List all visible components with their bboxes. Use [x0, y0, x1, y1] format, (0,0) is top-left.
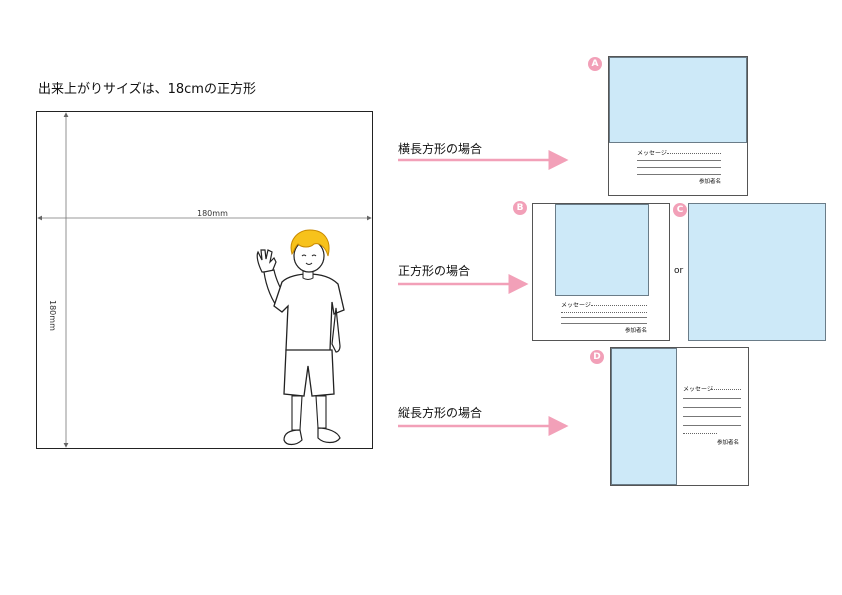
layout-d-signature-label: 参加者名: [717, 440, 740, 446]
finished-size-square: [36, 111, 373, 449]
layout-d-line: [683, 425, 741, 426]
layout-c-badge: C: [673, 203, 687, 217]
layout-b-badge: B: [513, 201, 527, 215]
height-dimension-label: 180mm: [48, 300, 57, 331]
case-portrait-label: 縦長方形の場合: [398, 406, 483, 420]
layout-a-photo-area: [609, 57, 747, 143]
layout-b-signature-label: 参加者名: [625, 328, 648, 334]
layout-b-line: [561, 312, 647, 313]
layout-b-card: メッセージ 参加者名: [532, 203, 670, 341]
layout-a-message-line: [667, 153, 721, 154]
layout-a-card: メッセージ 参加者名: [608, 56, 748, 196]
or-label: or: [674, 266, 684, 276]
layout-d-line: [683, 407, 741, 408]
page-title: 出来上がりサイズは、18cmの正方形: [38, 82, 256, 97]
layout-b-line: [561, 323, 647, 324]
case-square-label: 正方形の場合: [398, 264, 471, 278]
layout-d-line: [683, 416, 741, 417]
layout-a-badge: A: [588, 57, 602, 71]
layout-c-photo-area: [688, 203, 826, 341]
layout-d-message-label: メッセージ: [683, 386, 713, 393]
layout-b-message-line: [591, 305, 647, 306]
layout-d-photo-area: [611, 348, 677, 485]
person-illustration: [256, 229, 345, 446]
layout-a-message-label: メッセージ: [637, 150, 667, 157]
layout-d-message-line: [711, 389, 741, 390]
layout-a-line: [637, 160, 721, 161]
layout-d-card: メッセージ 参加者名: [610, 347, 749, 486]
layout-d-badge: D: [590, 350, 604, 364]
width-dimension-label: 180mm: [197, 209, 228, 218]
layout-b-line: [561, 317, 647, 318]
layout-d-line: [683, 398, 741, 399]
case-landscape-label: 横長方形の場合: [398, 142, 483, 156]
layout-d-line: [683, 433, 717, 434]
layout-a-line: [637, 174, 721, 175]
layout-a-line: [637, 167, 721, 168]
layout-b-message-label: メッセージ: [561, 302, 591, 309]
layout-b-photo-area: [555, 204, 649, 296]
layout-a-signature-label: 参加者名: [699, 179, 722, 185]
